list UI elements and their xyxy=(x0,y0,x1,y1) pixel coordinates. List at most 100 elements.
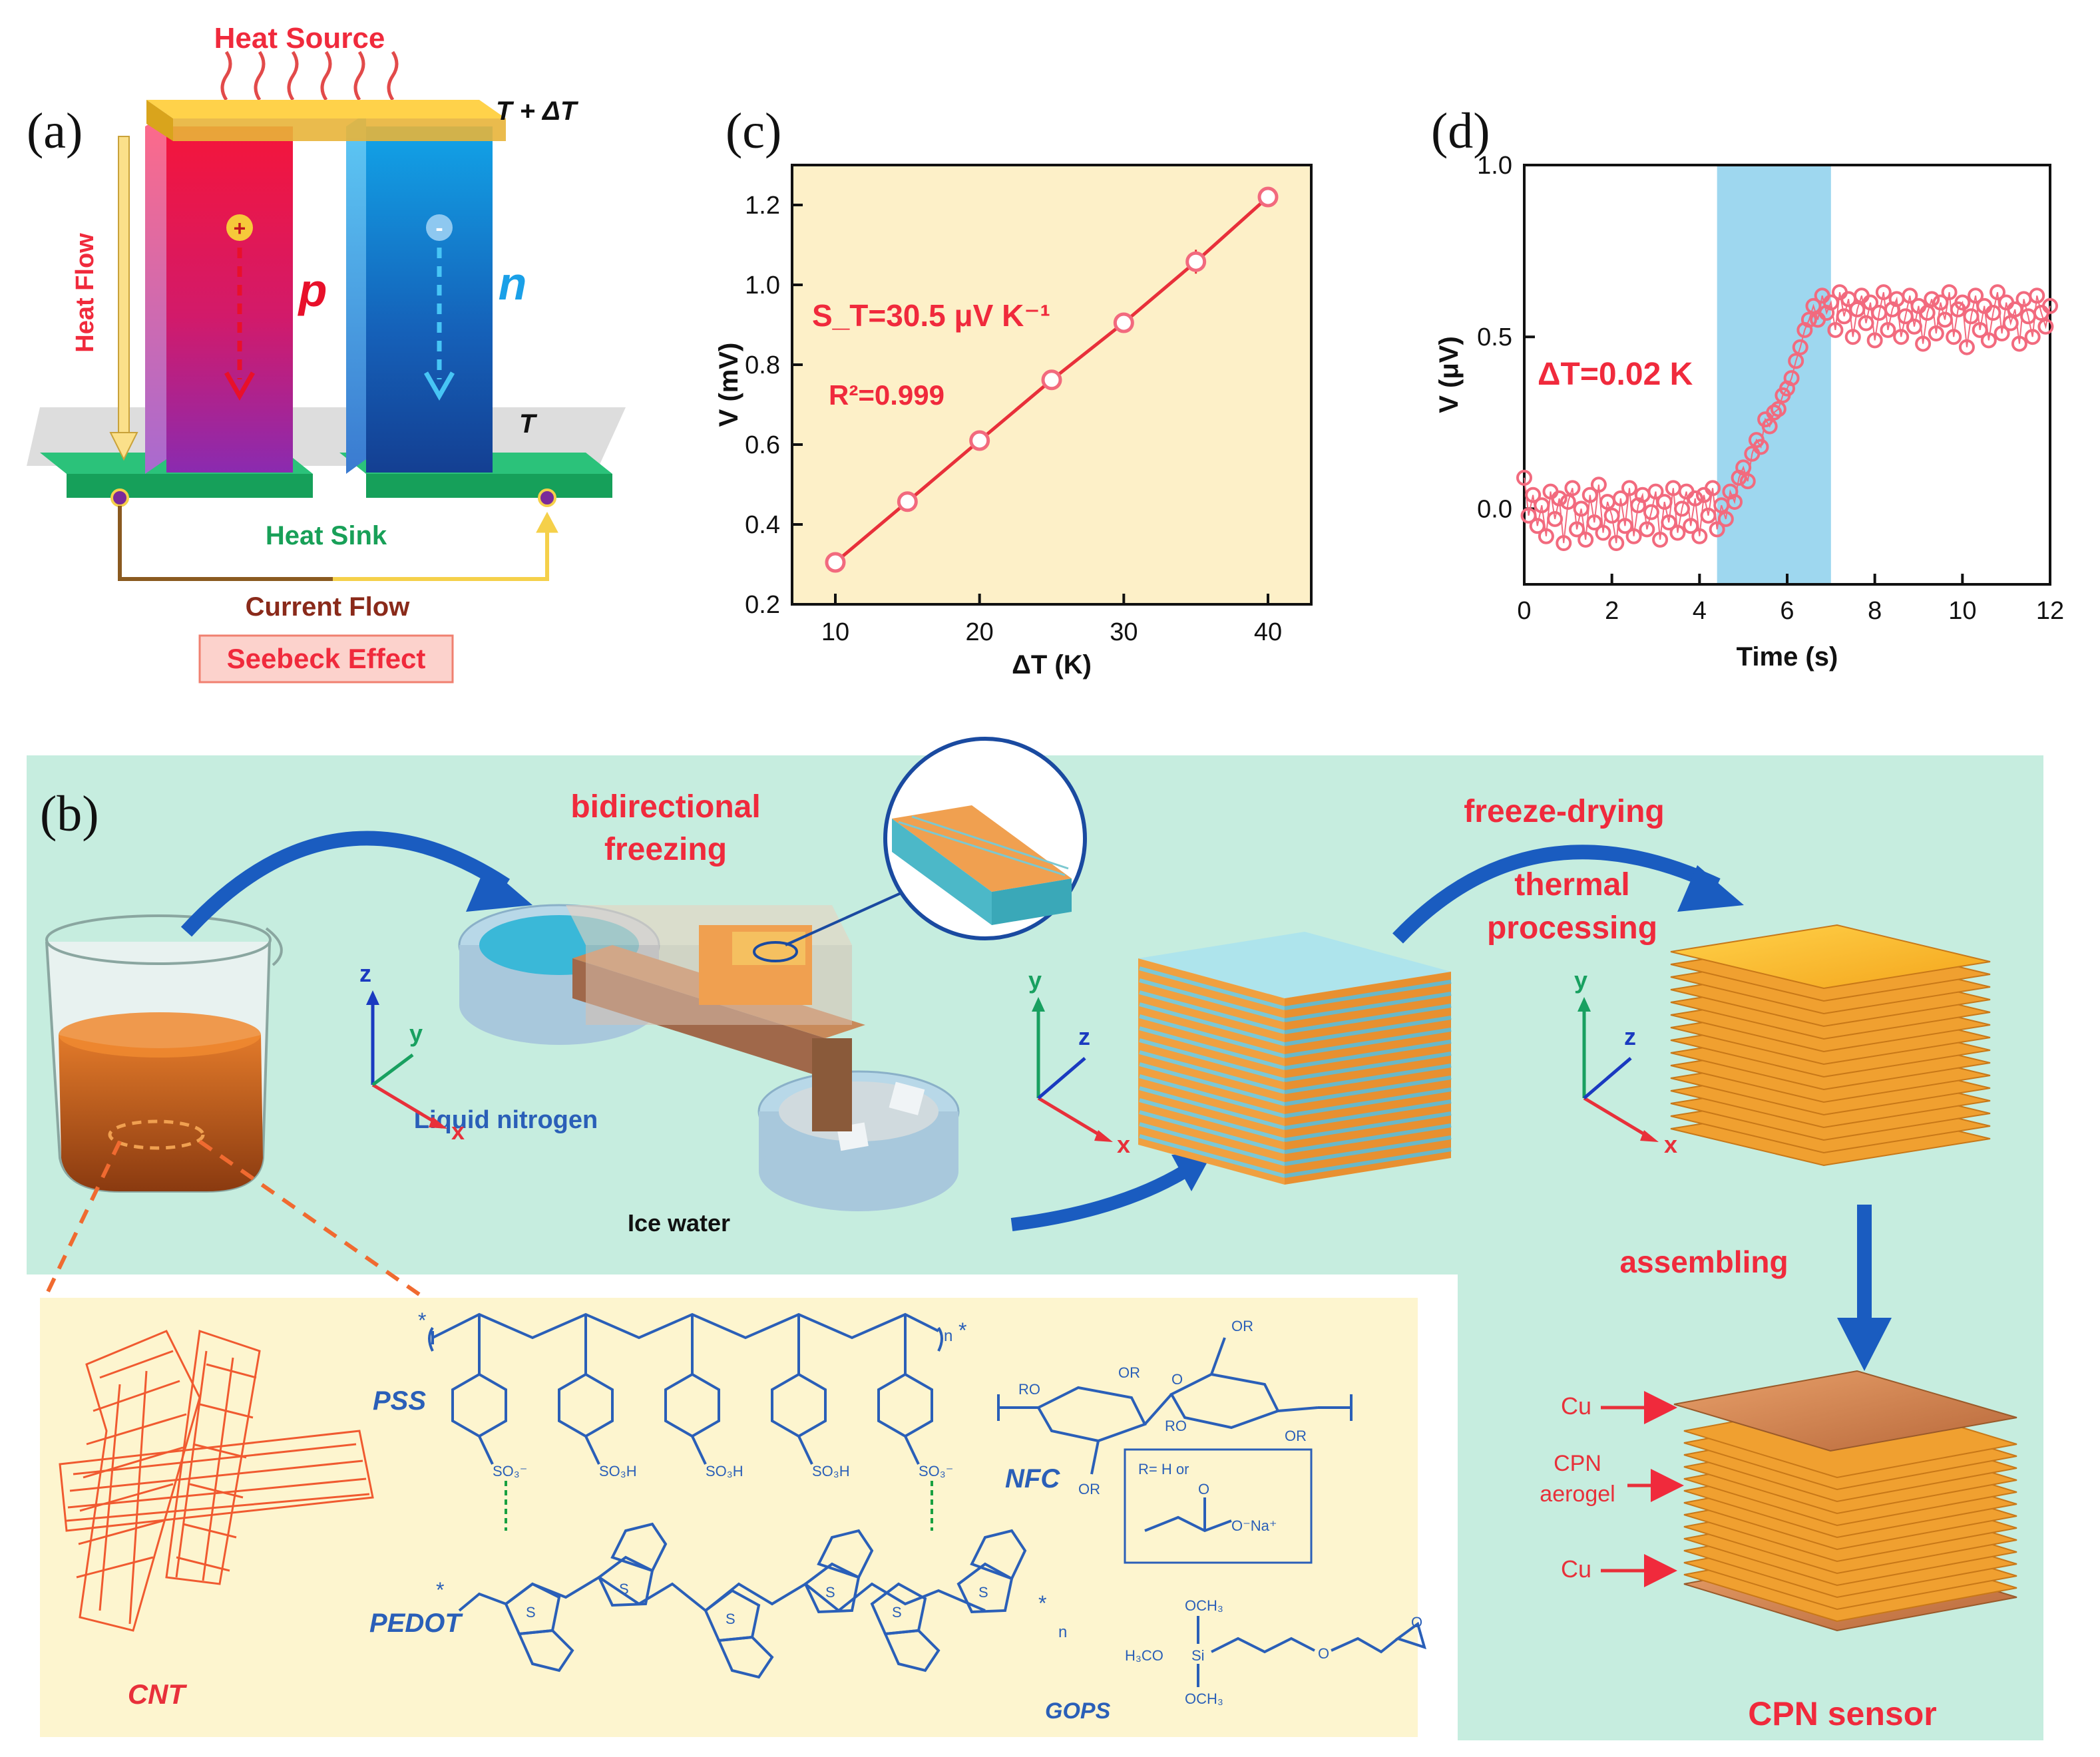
nfc-ro-left: RO xyxy=(1018,1381,1040,1398)
chart-d-data-point xyxy=(1739,473,1756,490)
chart-d-data-point xyxy=(1661,514,1677,531)
p-type-label: p xyxy=(298,264,327,316)
chart-d-data-point xyxy=(1805,297,1822,314)
panel-a: (a) Heat Source T + ΔT T xyxy=(27,22,626,683)
frozen-layer-stripe-right xyxy=(1284,1087,1452,1118)
pedot-s-3: S xyxy=(726,1611,735,1627)
so3h-3: SO₃H xyxy=(812,1463,850,1479)
chart-d-dt-annotation: ΔT=0.02 K xyxy=(1538,357,1693,392)
frozen-layer-stripe-right xyxy=(1284,1004,1452,1034)
chart-d-data-point xyxy=(1937,311,1953,328)
pedot-star-left: * xyxy=(436,1578,444,1602)
axis3-y-label: y xyxy=(1574,966,1587,994)
chart-d-data-point xyxy=(1972,321,1988,338)
chart-d-data-point xyxy=(2024,329,2041,345)
gops-och3-bottom: OCH₃ xyxy=(1185,1690,1223,1707)
chart-d-data-point xyxy=(1590,477,1607,493)
chart-d-data-point xyxy=(1928,325,1944,342)
cnt-label: CNT xyxy=(128,1678,188,1710)
chart-d-data-point xyxy=(1643,504,1659,520)
frozen-layer-stripe-left xyxy=(1139,1014,1285,1058)
chart-d-data-point xyxy=(1647,483,1664,500)
chart-d-data-point xyxy=(1822,294,1839,311)
chart-c-data-point xyxy=(1113,312,1134,333)
pss-n-subscript: n xyxy=(944,1327,952,1345)
zoom-line-right xyxy=(198,1139,421,1296)
arrow-to-aerogel-icon xyxy=(1010,1165,1189,1231)
pedot-s-4: S xyxy=(825,1584,835,1601)
n-arrowhead-icon xyxy=(423,371,455,401)
chart-d-series xyxy=(1516,284,2058,552)
chart-d-data-point xyxy=(1800,311,1817,328)
axis1-x-label: x xyxy=(451,1117,465,1145)
frozen-block-layer-stripes xyxy=(1139,966,1452,1178)
chart-d-data-point xyxy=(1727,494,1743,510)
pss-label: PSS xyxy=(373,1386,426,1416)
panel-b: (b) bidirectional freezing xyxy=(27,737,2043,1740)
bidirectional-label: bidirectional xyxy=(570,789,760,825)
chart-d-data-point xyxy=(1534,497,1550,514)
frozen-layer-stripe-left xyxy=(1139,1050,1285,1094)
gops-structure xyxy=(1197,1616,1426,1687)
thermal-label: thermal xyxy=(1514,867,1629,902)
chart-d-data-point xyxy=(1717,510,1734,527)
chemistry-background xyxy=(40,1298,1418,1737)
cpn-sensor-stack xyxy=(1673,1370,2017,1632)
r-definition-text: R= H or xyxy=(1138,1461,1189,1477)
frozen-layer-stripe-right xyxy=(1284,1016,1452,1046)
coordinate-axes-3 xyxy=(1577,997,1659,1142)
chart-c-series xyxy=(825,186,1279,573)
arrow-to-aerogel-head xyxy=(1171,1155,1211,1191)
p-leg xyxy=(166,126,293,473)
frozen-layer-stripe-left xyxy=(1139,1110,1285,1154)
chart-d-data-point xyxy=(1875,284,1892,301)
chart-d-data-point xyxy=(1560,494,1576,510)
chart-c-y-axis-label: V (mV) xyxy=(714,343,743,427)
pss-star-left: * xyxy=(418,1308,426,1332)
frozen-layer-stripe-right xyxy=(1284,1147,1452,1178)
chart-d-data-point xyxy=(2042,297,2058,314)
so3h-2: SO₃H xyxy=(706,1463,743,1479)
chart-d-y-tick-label: 1.0 xyxy=(1477,152,1512,180)
chart-d-data-point xyxy=(1700,507,1717,524)
panel-label-b: (b) xyxy=(40,786,99,842)
chart-d-x-tick-label: 6 xyxy=(1780,597,1794,625)
frozen-layer-stripe-right xyxy=(1284,992,1452,1022)
heat-sink-label: Heat Sink xyxy=(266,521,387,550)
chart-c-data-point xyxy=(969,430,990,451)
pedot-structure xyxy=(458,1522,1027,1679)
arrow-to-freezing-head xyxy=(466,865,532,912)
t-label: T xyxy=(519,409,538,439)
heat-source-bar-front xyxy=(173,118,506,141)
frozen-layer-stripe-right xyxy=(1284,980,1452,1010)
cu-bottom-label: Cu xyxy=(1561,1555,1591,1583)
current-flow-label: Current Flow xyxy=(246,592,411,622)
gops-h3co: H₃CO xyxy=(1125,1647,1163,1664)
chart-c-y-tick-label: 0.8 xyxy=(745,351,780,379)
chart-d-data-point xyxy=(1691,528,1708,544)
chart-d-y-tick-label: 0.5 xyxy=(1477,323,1512,351)
chart-d-data-point xyxy=(1880,321,1896,338)
chart-d-data-point xyxy=(1595,524,1611,541)
assembling-label: assembling xyxy=(1619,1245,1788,1279)
chart-d-x-tick-label: 10 xyxy=(1948,597,1976,625)
gops-label: GOPS xyxy=(1045,1698,1111,1724)
frozen-layer-stripe-left xyxy=(1139,1086,1285,1130)
aerogel-sheet xyxy=(1670,924,1991,990)
chart-d-data-point xyxy=(1968,288,1984,304)
gops-och3-top: OCH₃ xyxy=(1185,1597,1223,1614)
heat-waves-icon xyxy=(220,51,399,101)
chart-d-data-point xyxy=(1906,318,1922,335)
pedot-s-6: S xyxy=(978,1584,988,1601)
beaker-icon xyxy=(45,914,283,1193)
frozen-layer-stripe-left xyxy=(1139,1134,1285,1178)
r-group-ona: O⁻Na⁺ xyxy=(1231,1517,1277,1534)
chart-d-data-point xyxy=(1866,332,1883,349)
axis1-y-label: y xyxy=(409,1020,423,1047)
chart-d-data-point xyxy=(1603,507,1620,524)
chart-c-y-tick-label: 0.6 xyxy=(745,431,780,459)
arrow-freeze-drying-icon xyxy=(1392,845,1721,944)
chart-d-data-point xyxy=(1538,528,1554,544)
